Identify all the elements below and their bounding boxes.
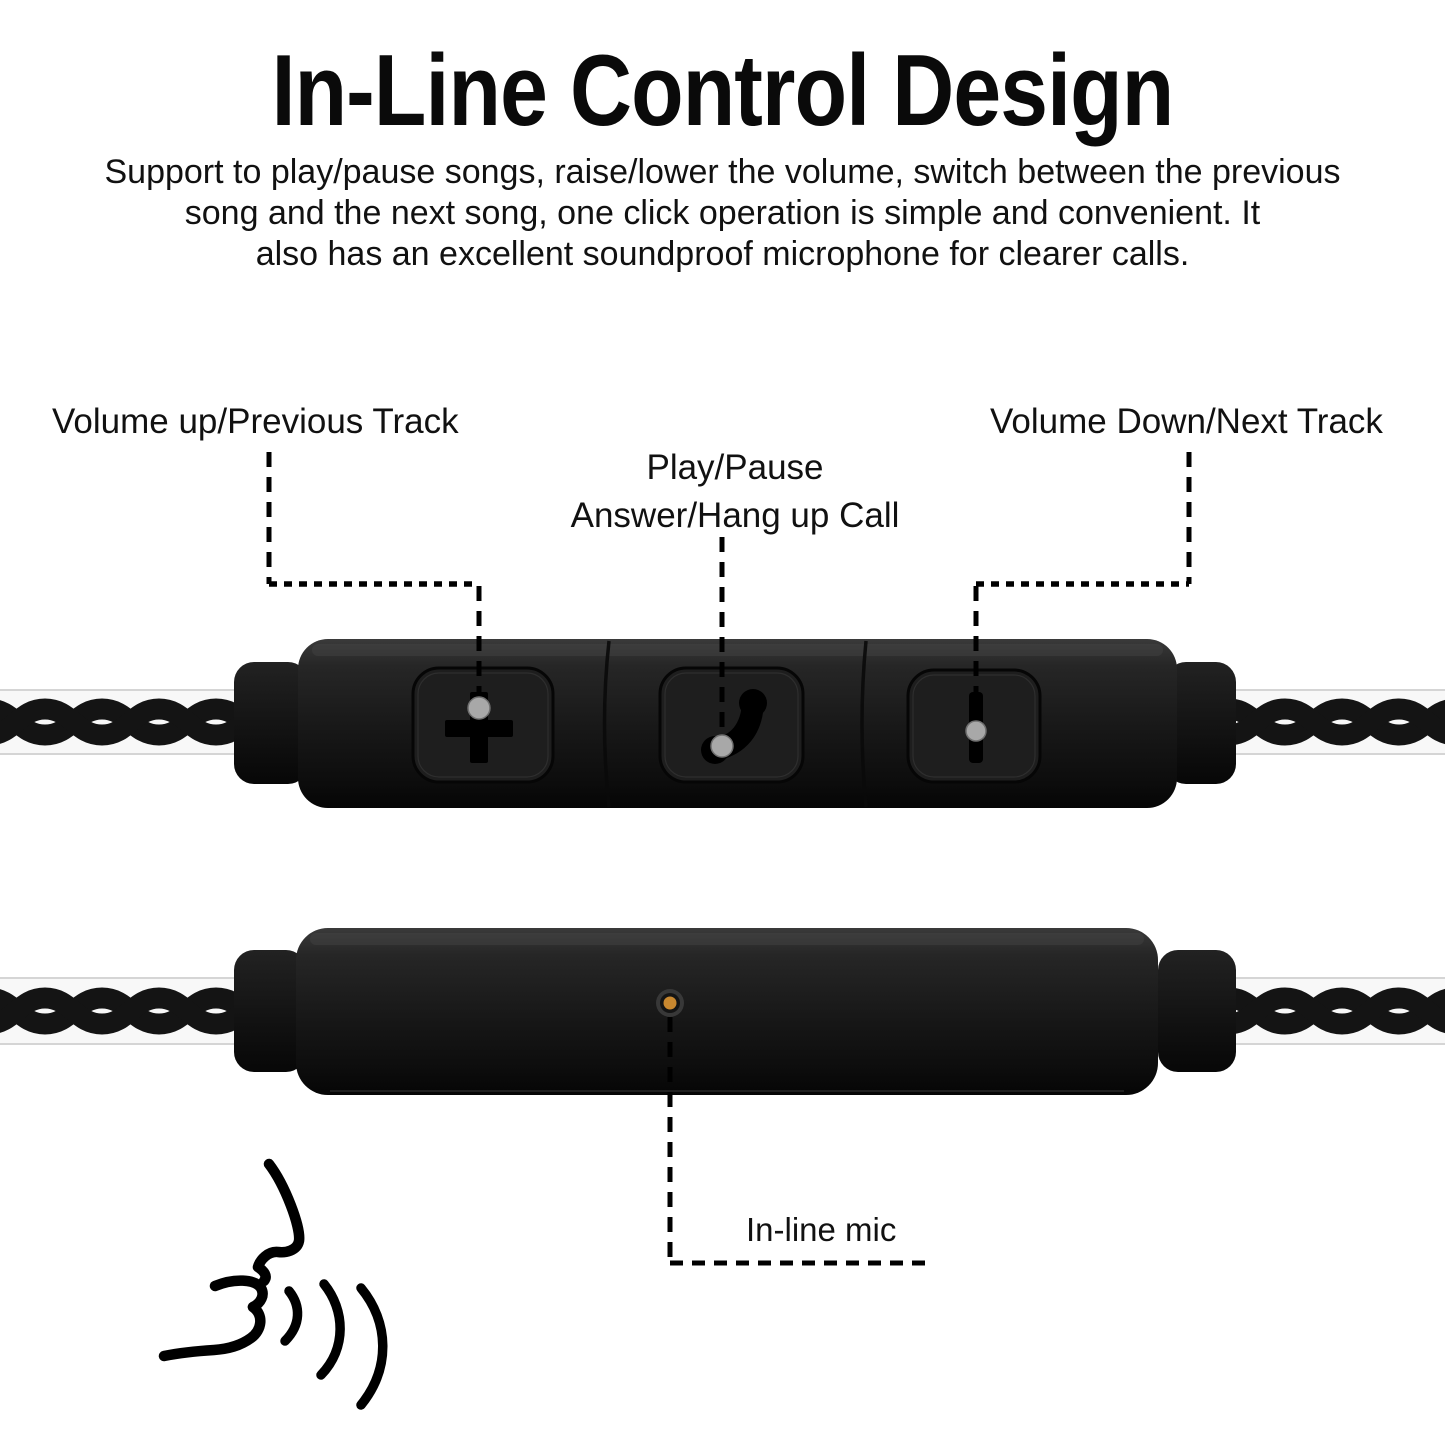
cable-right-bottom [1232, 977, 1445, 1045]
page-title: In-Line Control Design [271, 35, 1175, 147]
callout-leader-lines [266, 452, 1192, 1266]
callout-volume-down: Volume Down/Next Track [990, 402, 1383, 441]
cone-right-top [1166, 662, 1236, 784]
remote-body-bottom [296, 928, 1158, 1095]
cone-left-top [234, 662, 308, 784]
callout-answer-hang-up: Answer/Hang up Call [570, 496, 900, 535]
pointer-dot-volume-down [965, 720, 987, 742]
body-highlight-bottom [310, 933, 1144, 945]
pointer-dots [467, 696, 987, 758]
callout-play-pause-block: Play/Pause Answer/Hang up Call [540, 444, 930, 540]
pointer-dot-play-pause [710, 734, 734, 758]
pointer-dot-volume-up [467, 696, 491, 720]
body-seams [602, 640, 868, 808]
callout-play-pause: Play/Pause [646, 448, 824, 487]
mic-hole-dot [656, 989, 684, 1017]
cable-left-bottom [0, 977, 240, 1045]
bottom-remote-back [0, 928, 1445, 1095]
description-paragraph: Support to play/pause songs, raise/lower… [0, 152, 1445, 275]
callout-volume-up: Volume up/Previous Track [52, 402, 459, 441]
page-title-row: In-Line Control Design [0, 34, 1445, 149]
cable-left-top [0, 689, 240, 755]
volume-up-button [411, 666, 555, 784]
description-line: also has an excellent soundproof microph… [255, 235, 1190, 273]
speaking-face-icon [158, 1158, 388, 1410]
description-line: Support to play/pause songs, raise/lower… [104, 153, 1341, 191]
top-remote-front [0, 639, 1445, 808]
body-highlight [312, 644, 1163, 656]
sound-wave-arcs [280, 1279, 388, 1410]
description-line: song and the next song, one click operat… [184, 194, 1261, 232]
cone-right-bottom [1158, 950, 1236, 1072]
cable-right-top [1232, 689, 1445, 755]
callout-inline-mic: In-line mic [746, 1211, 897, 1248]
cone-left-bottom [234, 950, 306, 1072]
play-pause-button [658, 666, 805, 784]
